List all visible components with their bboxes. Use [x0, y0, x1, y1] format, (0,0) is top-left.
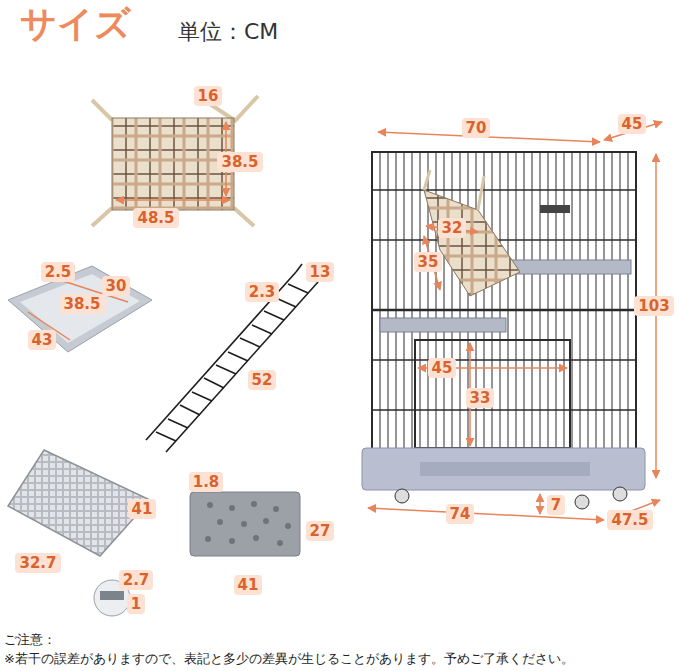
- dimension-value: 48.5: [133, 208, 178, 228]
- dimension-value: 43: [28, 330, 57, 350]
- dimension-value: 45: [618, 114, 647, 134]
- dimension-value: 1: [127, 594, 145, 614]
- dimension-value: 32: [438, 218, 467, 238]
- grid-floor: [8, 450, 150, 616]
- dimension-value: 45: [428, 358, 457, 378]
- dimension-value: 41: [128, 499, 157, 519]
- dimension-value: 103: [634, 296, 673, 316]
- dimension-value: 35: [414, 252, 443, 272]
- dimension-value: 7: [547, 495, 565, 515]
- dimension-value: 13: [306, 262, 335, 282]
- dimension-value: 38.5: [59, 294, 104, 314]
- dimension-value: 32.7: [15, 553, 60, 573]
- dimension-value: 2.5: [41, 262, 76, 282]
- note-text: ※若干の誤差がありますので、表記と多少の差異が生じることがあります。予めご了承く…: [4, 651, 574, 667]
- dimension-value: 33: [466, 388, 495, 408]
- dimension-value: 41: [234, 575, 263, 595]
- dimension-value: 1.8: [189, 472, 224, 492]
- dimension-value: 74: [446, 504, 475, 524]
- dimension-value: 70: [462, 118, 491, 138]
- bottom-pan: [190, 492, 300, 556]
- dimension-value: 47.5: [607, 510, 652, 530]
- ramp: [146, 264, 322, 452]
- dimension-value: 2.3: [245, 282, 280, 302]
- dimension-lines: [290, 122, 662, 520]
- dimension-value: 38.5: [217, 152, 262, 172]
- unit-label: 単位：CM: [178, 20, 278, 44]
- note-text: ご注意：: [4, 632, 56, 648]
- dimension-value: 2.7: [119, 570, 154, 590]
- litter-tray: [8, 266, 152, 352]
- dimension-value: 30: [102, 276, 131, 296]
- dimension-value: 52: [248, 370, 277, 390]
- page-title: サイズ: [20, 4, 131, 44]
- cage: [362, 152, 645, 509]
- dimension-value: 27: [306, 521, 335, 541]
- dimension-value: 16: [194, 86, 223, 106]
